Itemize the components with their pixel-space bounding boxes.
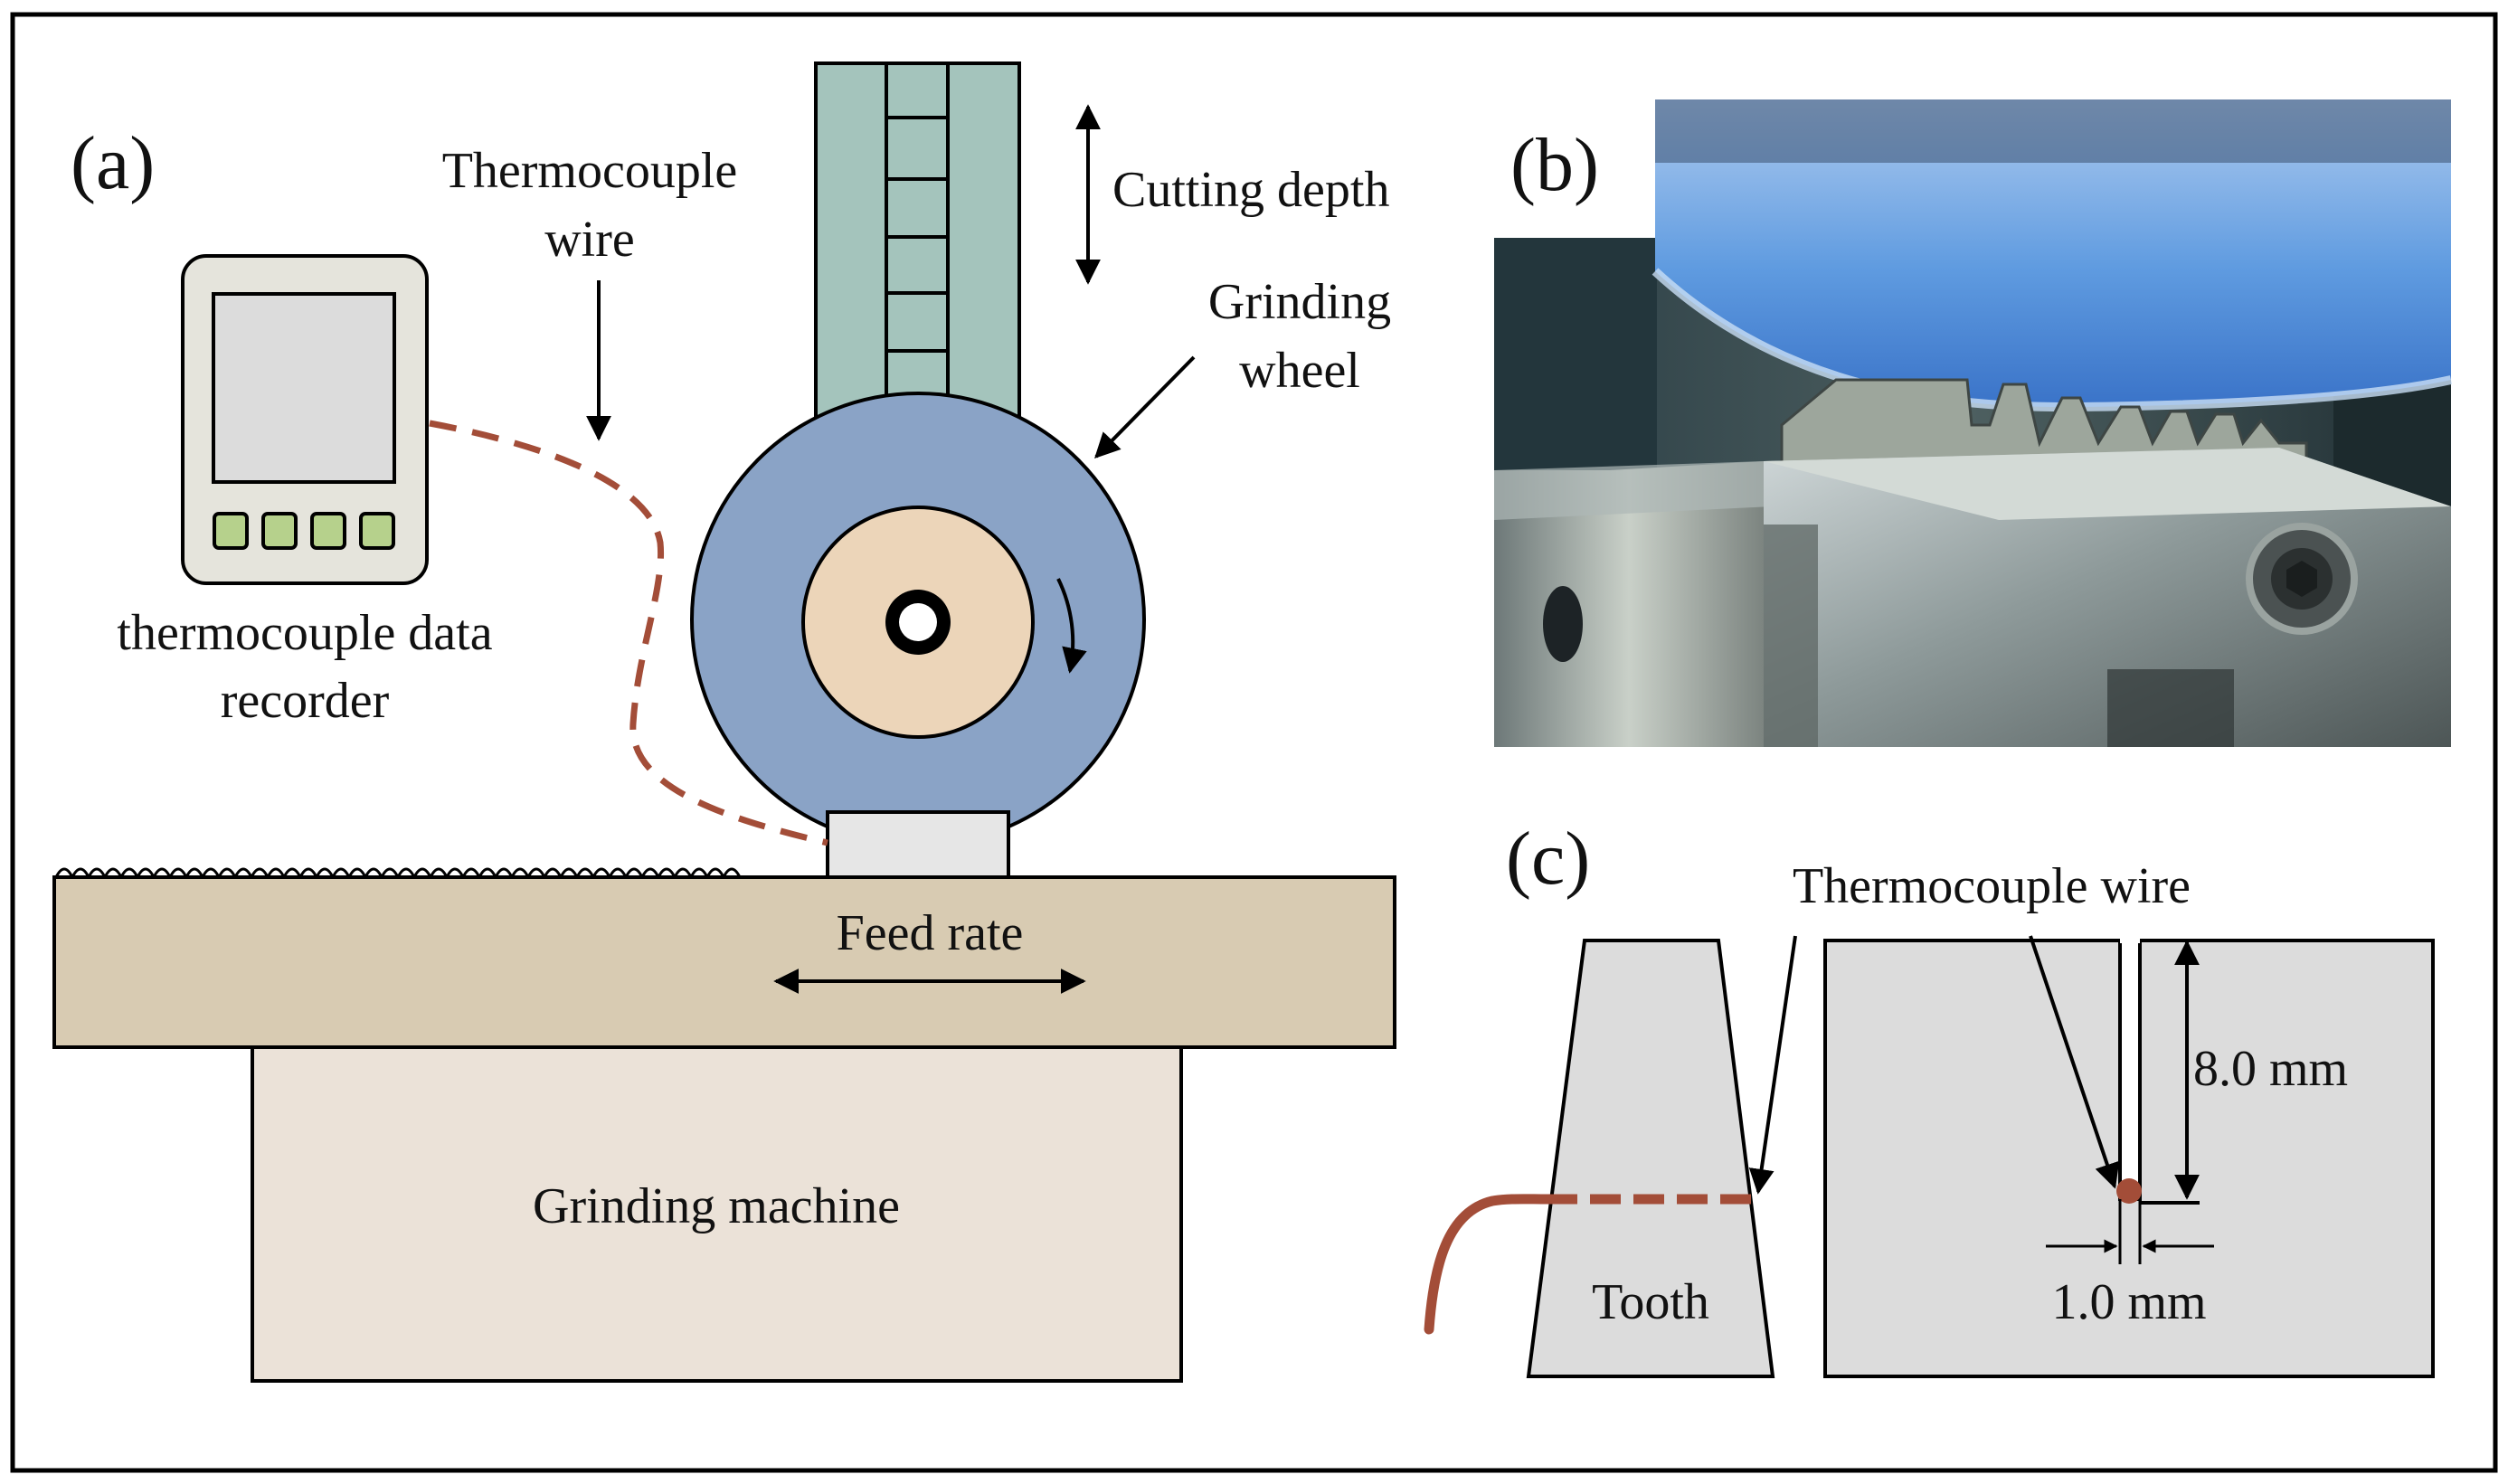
panel-a: (a) Grinding machine Feed rate Cutting d… [52,61,1396,1383]
depth-dimension-label: 8.0 mm [2193,1041,2348,1097]
wire-pointer-to-tooth [1748,935,1797,1195]
thermocouple-wire-solid [1424,1194,1552,1335]
grinding-wheel-pointer [1094,355,1196,458]
cutting-depth-label: Cutting depth [1112,162,1389,218]
work-table [52,875,1396,1049]
tooth-profile [1526,939,1775,1378]
panel-b: (b) [1494,99,2453,747]
panel-b-tag: (b) [1510,123,1599,207]
thermocouple-wire-dashed [429,420,828,846]
thermocouple-wire-label-c: Thermocouple wire [1793,858,2191,914]
thermocouple-wire-label-line1: Thermocouple [442,143,738,199]
thermocouple-wire-label-line2: wire [544,212,635,268]
panel-c-tag: (c) [1506,817,1590,901]
grinding-machine-base [251,1044,1183,1383]
recorder-label-line1: thermocouple data [117,605,492,661]
recorder-screen [212,292,396,484]
grinding-wheel-label-line1: Grinding [1208,274,1391,330]
panel-c: (c) Tooth Thermocouple wire 8.0 mm 1.0 m… [1424,817,2435,1378]
grinding-wheel-label-line2: wheel [1239,343,1360,399]
wire-pointer-to-slot [2029,935,2120,1189]
grinding-photo [1494,99,2453,747]
rotation-arrow [1056,578,1087,674]
panel-a-tag: (a) [71,121,155,205]
column-rungs [886,116,948,353]
recorder-buttons [213,512,395,550]
recorder-label-line2: recorder [221,673,390,729]
feed-rate-label: Feed rate [837,905,1024,961]
tooth-label: Tooth [1592,1274,1709,1330]
wheel-axle-hole [899,603,937,641]
tooth-cross-section [1823,937,2435,1378]
column-rail [885,61,950,427]
grinding-machine-label: Grinding machine [533,1178,900,1234]
width-dimension-label: 1.0 mm [2051,1274,2206,1330]
figure-border [10,12,2498,1473]
workpiece-block [826,810,1010,879]
thermocouple-junction [2116,1178,2142,1204]
